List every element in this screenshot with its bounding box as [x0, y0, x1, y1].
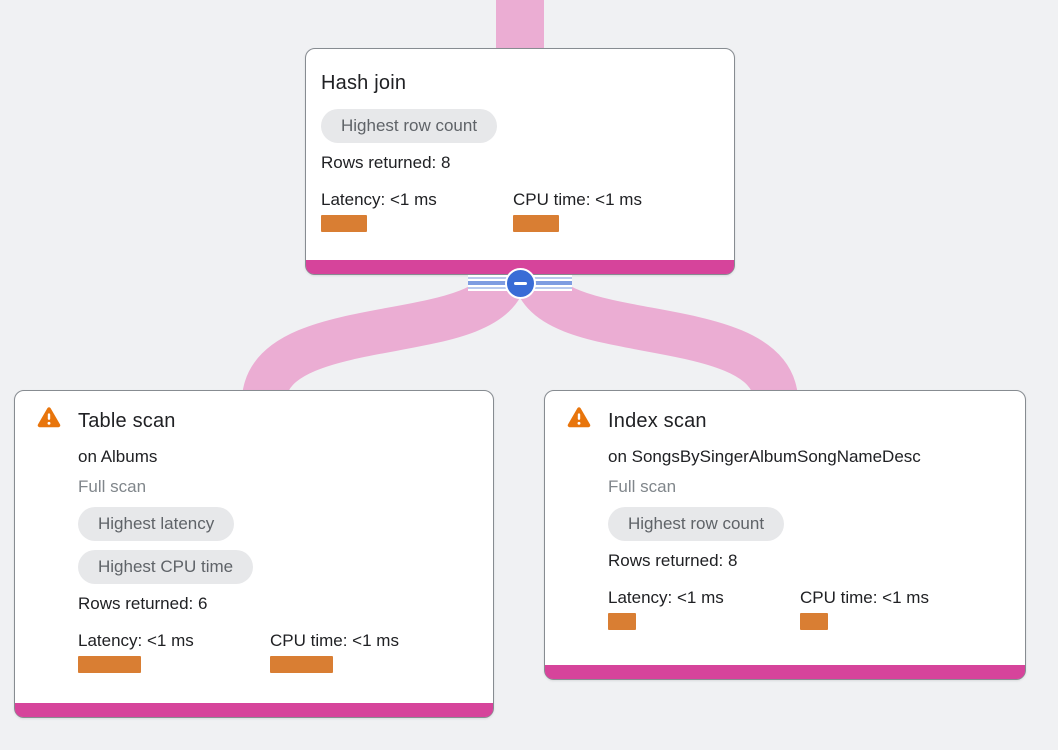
cpu-time-bar	[270, 656, 333, 673]
rows-returned-label: Rows returned: 6	[78, 594, 208, 613]
metrics-row: Latency: <1 ms CPU time: <1 ms	[608, 587, 1010, 630]
edge-hash-join-to-table-scan	[242, 268, 527, 403]
node-subtitle: on SongsBySingerAlbumSongNameDesc	[608, 447, 921, 466]
badge-highest-cpu-time: Highest CPU time	[78, 550, 254, 584]
node-hash-join[interactable]: Hash join Highest row count Rows returne…	[305, 48, 735, 275]
collapse-children-button[interactable]	[505, 268, 536, 299]
warning-icon	[567, 407, 591, 428]
node-index-scan[interactable]: Index scan on SongsBySingerAlbumSongName…	[544, 390, 1026, 680]
latency-bar	[608, 613, 636, 630]
cpu-time-metric: CPU time: <1 ms	[800, 587, 992, 630]
node-title: Hash join	[321, 72, 407, 94]
metrics-row: Latency: <1 ms CPU time: <1 ms	[321, 189, 719, 232]
badge-highest-row-count: Highest row count	[608, 507, 785, 541]
cpu-time-metric: CPU time: <1 ms	[513, 189, 705, 232]
cpu-time-bar	[800, 613, 828, 630]
cpu-time-label: CPU time: <1 ms	[513, 190, 642, 209]
latency-label: Latency: <1 ms	[321, 190, 437, 209]
latency-bar	[321, 215, 367, 232]
node-title: Table scan	[78, 410, 176, 432]
cpu-time-bar	[513, 215, 559, 232]
node-title: Index scan	[608, 410, 707, 432]
metrics-row: Latency: <1 ms CPU time: <1 ms	[78, 630, 478, 673]
warning-icon	[37, 407, 61, 428]
cpu-time-label: CPU time: <1 ms	[800, 588, 929, 607]
rows-returned-label: Rows returned: 8	[321, 153, 451, 172]
latency-metric: Latency: <1 ms	[608, 587, 800, 630]
cpu-time-label: CPU time: <1 ms	[270, 631, 399, 650]
latency-label: Latency: <1 ms	[608, 588, 724, 607]
badge-highest-latency: Highest latency	[78, 507, 235, 541]
edge-parent-to-hash-join	[496, 0, 544, 52]
minus-icon	[514, 281, 527, 286]
node-accent-bar	[306, 260, 734, 274]
node-subtitle: on Albums	[78, 447, 158, 466]
scan-mode-label: Full scan	[78, 477, 147, 496]
latency-label: Latency: <1 ms	[78, 631, 194, 650]
latency-metric: Latency: <1 ms	[321, 189, 513, 232]
node-accent-bar	[545, 665, 1025, 679]
scan-mode-label: Full scan	[608, 477, 677, 496]
rows-returned-label: Rows returned: 8	[608, 551, 738, 570]
latency-bar	[78, 656, 141, 673]
edge-hash-join-to-index-scan	[513, 268, 798, 403]
cpu-time-metric: CPU time: <1 ms	[270, 630, 462, 673]
badge-highest-row-count: Highest row count	[321, 109, 498, 143]
node-table-scan[interactable]: Table scan on Albums Full scan Highest l…	[14, 390, 494, 718]
latency-metric: Latency: <1 ms	[78, 630, 270, 673]
node-accent-bar	[15, 703, 493, 717]
